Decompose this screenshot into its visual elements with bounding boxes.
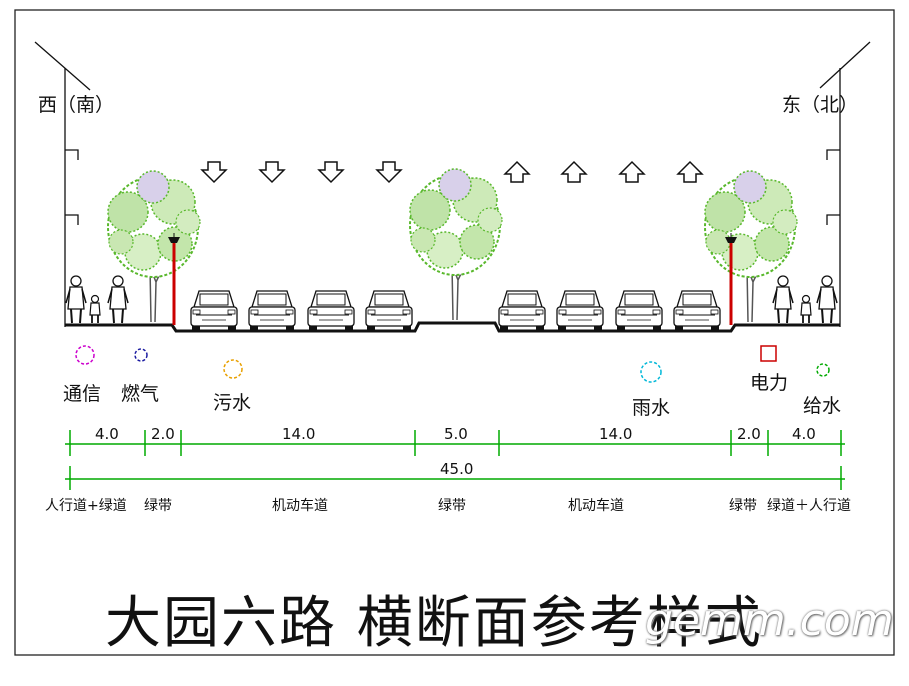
drawing-frame xyxy=(14,9,895,656)
gas-label: 燃气 xyxy=(121,383,160,405)
pedestrian-icon xyxy=(107,275,129,324)
zone-label-left-sidewalk: 人行道+绿道 xyxy=(45,498,127,514)
down-arrow-icon xyxy=(259,161,285,183)
right-building-outline xyxy=(819,41,871,327)
car-icon xyxy=(556,290,604,332)
car-icon xyxy=(190,290,238,332)
left-building-outline xyxy=(34,41,91,327)
car-icon xyxy=(498,290,546,332)
zone-label-right-green: 绿带 xyxy=(729,498,757,514)
up-arrow-icon xyxy=(504,161,530,183)
water-supply-symbol xyxy=(816,363,830,377)
pedestrians-left xyxy=(65,275,129,324)
zone-label-right-lanes: 机动车道 xyxy=(568,498,624,514)
zone-label-right-sidewalk: 绿道＋人行道 xyxy=(767,498,851,514)
east-direction-label: 东（北） xyxy=(782,94,859,116)
west-direction-label: 西（南） xyxy=(38,94,115,116)
power-symbol xyxy=(760,345,777,362)
total-dimension-line xyxy=(65,466,845,490)
down-arrow-icon xyxy=(201,161,227,183)
road-profile-line xyxy=(65,321,840,333)
car-icon xyxy=(615,290,663,332)
sewage-label: 污水 xyxy=(213,392,252,414)
cars-eastbound xyxy=(498,290,721,332)
car-icon xyxy=(365,290,413,332)
dimension-label: 4.0 xyxy=(792,425,816,443)
segment-dimension-line xyxy=(65,430,845,456)
gas-symbol xyxy=(134,348,148,362)
down-arrow-icon xyxy=(376,161,402,183)
westbound-traffic-arrows xyxy=(201,161,402,183)
telecom-symbol xyxy=(75,345,95,365)
sewage-symbol xyxy=(223,359,243,379)
eastbound-traffic-arrows xyxy=(504,161,703,183)
up-arrow-icon xyxy=(619,161,645,183)
rainwater-symbol xyxy=(640,361,662,383)
up-arrow-icon xyxy=(561,161,587,183)
water-supply-label: 给水 xyxy=(803,395,842,417)
dimension-label: 5.0 xyxy=(444,425,468,443)
watermark-logo: gemm.com xyxy=(645,595,894,646)
car-icon xyxy=(307,290,355,332)
car-icon xyxy=(673,290,721,332)
dimension-label: 2.0 xyxy=(151,425,175,443)
power-label: 电力 xyxy=(750,372,789,394)
rainwater-label: 雨水 xyxy=(632,397,671,419)
zone-label-median: 绿带 xyxy=(438,498,466,514)
diagram-title: 大园六路 横断面参考样式 xyxy=(105,591,763,656)
car-icon xyxy=(248,290,296,332)
down-arrow-icon xyxy=(318,161,344,183)
cars-westbound xyxy=(190,290,413,332)
zone-label-left-green: 绿带 xyxy=(144,498,172,514)
up-arrow-icon xyxy=(677,161,703,183)
pedestrian-icon xyxy=(89,294,101,324)
tree-icon-median xyxy=(409,168,503,321)
dimension-label: 14.0 xyxy=(282,425,316,443)
pedestrian-icon xyxy=(800,294,812,324)
pedestrians-right xyxy=(772,275,838,324)
pedestrian-icon xyxy=(65,275,87,324)
telecom-label: 通信 xyxy=(63,383,102,405)
zone-label-left-lanes: 机动车道 xyxy=(272,498,328,514)
dimension-label: 14.0 xyxy=(599,425,633,443)
pedestrian-icon xyxy=(772,275,794,324)
total-width-label: 45.0 xyxy=(440,460,474,478)
dimension-label: 4.0 xyxy=(95,425,119,443)
dimension-label: 2.0 xyxy=(737,425,761,443)
pedestrian-icon xyxy=(816,275,838,324)
